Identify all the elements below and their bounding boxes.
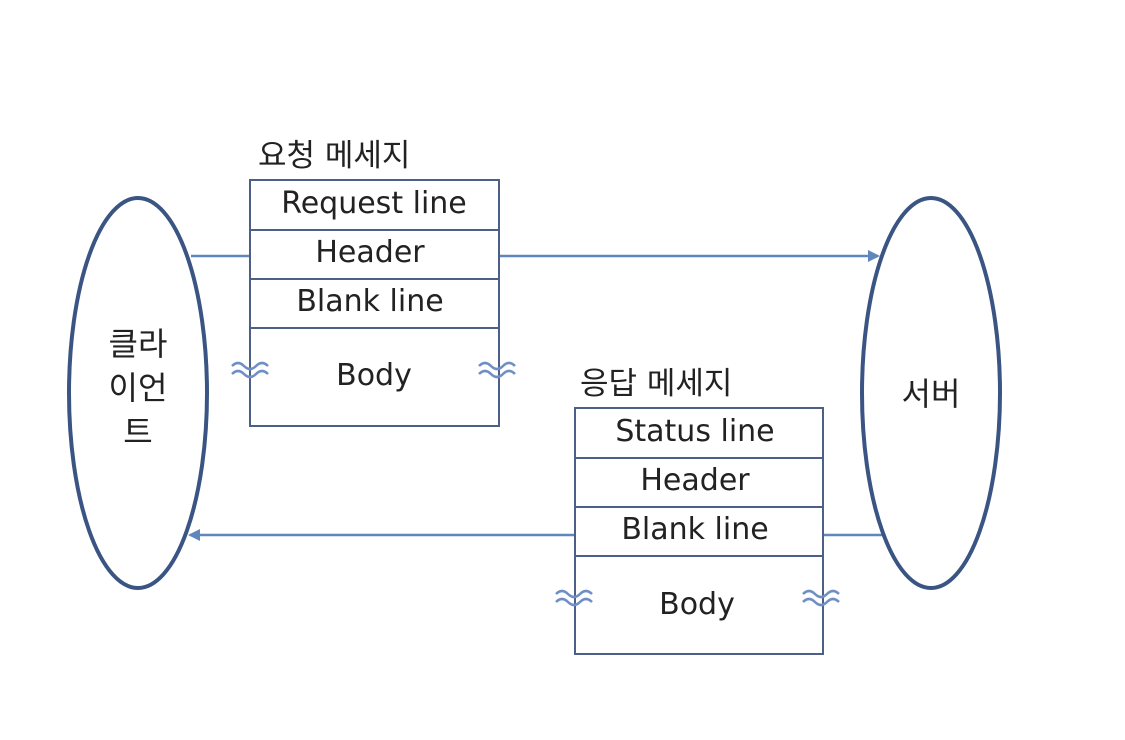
client-ellipse	[67, 196, 209, 590]
client-label-line-3: 트	[123, 413, 153, 451]
response-body-break-right	[802, 589, 840, 607]
response-title: 응답 메세지	[580, 366, 733, 402]
request-row-blank-line: Blank line	[296, 284, 444, 319]
request-message-box	[249, 179, 500, 427]
server-label: 서버	[901, 375, 961, 413]
request-row-header: Header	[315, 235, 425, 270]
response-row-body: Body	[659, 587, 735, 622]
server-ellipse	[860, 196, 1002, 590]
request-row-request-line: Request line	[281, 186, 467, 221]
request-title: 요청 메세지	[258, 138, 411, 174]
request-row-body: Body	[336, 358, 412, 393]
response-row-blank-line: Blank line	[621, 512, 769, 547]
response-row-header: Header	[640, 463, 750, 498]
response-row-status-line: Status line	[615, 414, 775, 449]
response-body-break-left	[555, 589, 593, 607]
client-label: 클라 이언 트	[88, 322, 188, 454]
client-label-line-2: 이언	[108, 369, 168, 407]
request-body-break-right	[478, 361, 516, 379]
client-label-line-1: 클라	[108, 325, 168, 363]
response-message-box	[574, 407, 824, 655]
request-body-break-left	[231, 361, 269, 379]
